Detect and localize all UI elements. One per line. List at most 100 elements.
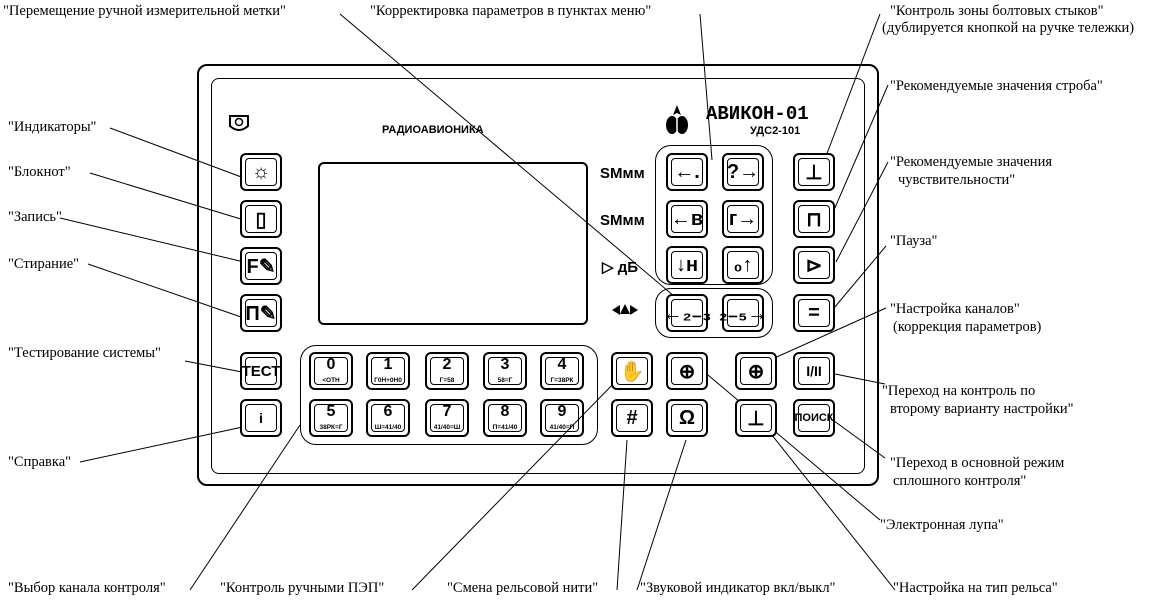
- label-marker: "Перемещение ручной измерительной метки": [3, 3, 286, 19]
- device-panel-inner: [211, 78, 865, 474]
- label-second-variant: "Переход на контроль по: [882, 383, 1036, 399]
- arrow-left-button[interactable]: ←.: [666, 153, 708, 191]
- manual-pep-button[interactable]: ✋: [611, 352, 653, 390]
- test-button[interactable]: ТЕСТ: [240, 352, 282, 390]
- number-key-digit: 8: [500, 403, 510, 420]
- arrows-icon: [612, 304, 638, 315]
- sensitivity-button[interactable]: ⊳: [793, 246, 835, 284]
- number-key-sub: 41/40=Ш: [433, 424, 461, 431]
- arrow-left-icon: ←.: [674, 160, 700, 183]
- arrow-left-b-button[interactable]: ←в: [666, 200, 708, 238]
- label-channel-select: "Выбор канала контроля": [8, 580, 166, 596]
- arrow-right-icon: ?→: [726, 160, 760, 183]
- channels-button[interactable]: ⊕: [735, 352, 777, 390]
- arrow-left-icon: ←в: [670, 207, 704, 230]
- label-second-variant-2: второму варианту настройки": [890, 401, 1074, 417]
- label-record: "Запись": [8, 209, 62, 225]
- model-label: АВИКОН-01: [706, 103, 809, 125]
- number-key-sub: Г=38РК: [550, 377, 574, 384]
- loupe-button[interactable]: ⊕: [666, 352, 708, 390]
- crosshair-icon: ⊕: [747, 360, 765, 383]
- lamp-icon: ☼: [251, 160, 271, 183]
- number-key-digit: 1: [383, 356, 393, 373]
- arrow-down-button[interactable]: ↓н: [666, 246, 708, 284]
- number-key-sub: Ш=41/40: [374, 424, 402, 431]
- help-button-label: i: [259, 410, 263, 426]
- number-key-digit: 7: [442, 403, 452, 420]
- pause-button[interactable]: =: [793, 294, 835, 332]
- label-main-mode: "Переход в основной режим: [890, 455, 1065, 471]
- label-bolt-zone-note: (дублируется кнопкой на ручке тележки): [882, 20, 1135, 36]
- grid-icon: #: [626, 406, 638, 429]
- label-channels: "Настройка каналов": [890, 301, 1020, 317]
- number-key-sub: П=41/40: [492, 424, 518, 431]
- number-key-digit: 2: [442, 356, 452, 373]
- gate-button[interactable]: ⊓: [793, 200, 835, 238]
- arrow-up-button[interactable]: ₀↑: [722, 246, 764, 284]
- rail-thread-button[interactable]: #: [611, 399, 653, 437]
- test-button-label: ТЕСТ: [241, 362, 281, 380]
- pen-icon: F✎: [246, 255, 276, 278]
- number-key-0[interactable]: 0<ОТН: [309, 352, 353, 390]
- number-key-sub: <ОТН: [322, 377, 340, 384]
- number-key-digit: 3: [500, 356, 510, 373]
- eraser-icon: П✎: [245, 302, 277, 325]
- marker-keys-group: [655, 288, 773, 338]
- label-gate: "Рекомендуемые значения строба": [890, 78, 1103, 94]
- number-key-digit: 4: [557, 356, 567, 373]
- arrow-right-button[interactable]: ?→: [722, 153, 764, 191]
- marker-right-button[interactable]: ₂₋₅→: [719, 294, 767, 332]
- rail-icon: ⊥: [747, 407, 765, 430]
- number-key-7[interactable]: 7 41/40=Ш: [425, 399, 469, 437]
- bolt-zone-button[interactable]: ⊥: [793, 153, 835, 191]
- label-sensitivity: "Рекомендуемые значения: [890, 154, 1052, 170]
- maker-label: РАДИОАВИОНИКА: [382, 124, 484, 136]
- logo-icon: [229, 115, 249, 131]
- gate-icon: ⊓: [806, 208, 822, 231]
- magnifier-icon: ⊕: [678, 360, 696, 383]
- label-loupe: "Электронная лупа": [880, 517, 1004, 533]
- marker-left-button[interactable]: ←₂₋₃: [663, 294, 711, 332]
- brand-emblem-icon: [666, 105, 688, 135]
- arrow-right-g-button[interactable]: г→: [722, 200, 764, 238]
- gain-indicator: ▷ дБ: [602, 259, 639, 276]
- erase-button[interactable]: П✎: [240, 294, 282, 332]
- indicators-button[interactable]: ☼: [240, 153, 282, 191]
- rail-type-button[interactable]: ⊥: [735, 399, 777, 437]
- label-channels-2: (коррекция параметров): [893, 319, 1042, 335]
- notebook-button[interactable]: ▯: [240, 200, 282, 238]
- label-system-test: "Тестирование системы": [8, 345, 161, 361]
- number-key-sub: Г=58: [439, 377, 455, 384]
- play-circle-icon: ⊳: [805, 254, 823, 277]
- notebook-icon: ▯: [255, 208, 267, 231]
- headphones-icon: Ω: [678, 406, 696, 429]
- hand-icon: ✋: [619, 360, 645, 383]
- arrow-keys-group: [655, 145, 773, 285]
- number-key-sub: 41/40=П: [549, 424, 575, 431]
- sound-button[interactable]: Ω: [666, 399, 708, 437]
- help-button[interactable]: i: [240, 399, 282, 437]
- depth-indicator-2: ЅМмм: [600, 212, 645, 229]
- arrow-left-icon: ←₂₋₃: [662, 302, 712, 325]
- record-button[interactable]: F✎: [240, 247, 282, 285]
- label-rail-thread: "Смена рельсовой нити": [447, 580, 599, 596]
- label-pause: "Пауза": [890, 233, 938, 249]
- label-indicators: "Индикаторы": [8, 119, 97, 135]
- variant-button[interactable]: I/II: [793, 352, 835, 390]
- device-panel: [197, 64, 879, 486]
- number-key-sub: 38РК=Г: [319, 424, 343, 431]
- label-erase: "Стирание": [8, 256, 80, 272]
- label-sound: "Звуковой индикатор вкл/выкл": [640, 580, 836, 596]
- label-main-mode-2: сплошного контроля": [893, 473, 1027, 489]
- depth-indicator: ЅМмм: [600, 165, 645, 182]
- arrow-up-icon: ₀↑: [733, 253, 753, 276]
- search-button[interactable]: ПОИСК: [793, 399, 835, 437]
